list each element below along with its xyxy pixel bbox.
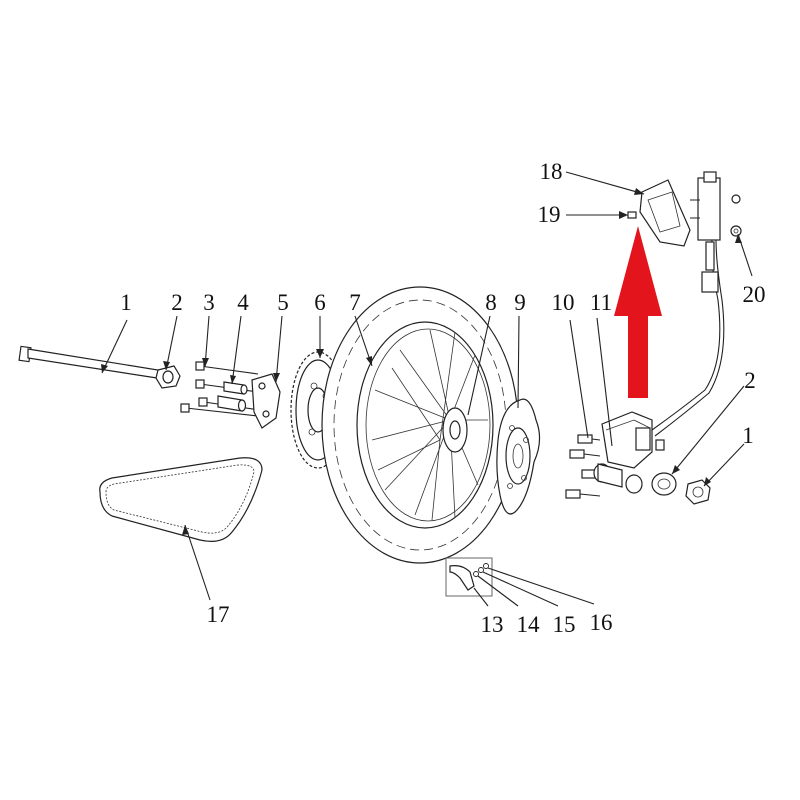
callout-labels: 1 2 3 4 5 6 7 8 9 10 11 13 14 15 16 17 1… xyxy=(120,159,765,637)
callout-7: 7 xyxy=(349,290,361,315)
wheel-spacers xyxy=(217,381,248,412)
callout-20: 20 xyxy=(743,282,766,307)
valve-detail-box xyxy=(445,557,493,597)
callout-17: 17 xyxy=(207,602,230,627)
callout-14: 14 xyxy=(517,612,541,637)
callout-15: 15 xyxy=(553,612,576,637)
callout-10: 10 xyxy=(552,290,575,315)
callout-8: 8 xyxy=(485,290,497,315)
master-cylinder-assembly xyxy=(639,171,742,293)
highlight-arrow-up xyxy=(614,226,662,398)
brake-disc xyxy=(496,398,541,515)
callout-4: 4 xyxy=(237,290,249,315)
callout-6: 6 xyxy=(314,290,326,315)
callout-2-right: 2 xyxy=(744,368,756,393)
callout-1-right: 1 xyxy=(742,423,754,448)
sprocket-bolts xyxy=(180,361,261,417)
callout-18: 18 xyxy=(540,159,563,184)
rear-axle xyxy=(18,345,171,381)
callout-13: 13 xyxy=(481,612,504,637)
brake-caliper xyxy=(593,411,665,494)
callout-5: 5 xyxy=(277,290,289,315)
callout-1: 1 xyxy=(120,290,132,315)
small-bolt xyxy=(627,211,637,219)
callout-19: 19 xyxy=(538,202,561,227)
drive-chain xyxy=(99,457,263,542)
callout-3: 3 xyxy=(203,290,215,315)
callout-2: 2 xyxy=(171,290,183,315)
callout-9: 9 xyxy=(514,290,526,315)
leader-arrowheads xyxy=(101,188,742,535)
rear-wheel-tire xyxy=(321,286,519,564)
callout-11: 11 xyxy=(590,290,612,315)
axle-spacer-right xyxy=(651,472,677,496)
lock-plate xyxy=(251,373,281,429)
axle-spacer-left xyxy=(155,365,181,389)
callout-16: 16 xyxy=(590,610,613,635)
